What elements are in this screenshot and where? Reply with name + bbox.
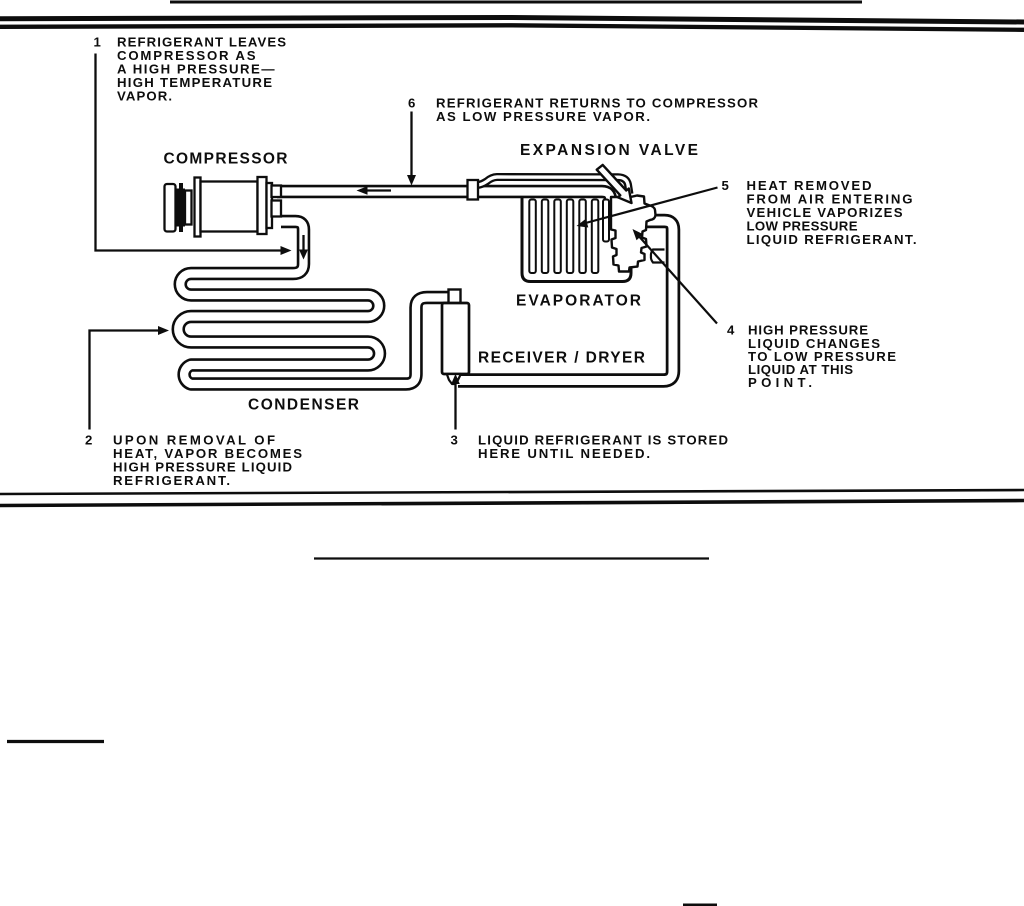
svg-text:REFRIGERANT RETURNS TO COMPRES: REFRIGERANT RETURNS TO COMPRESSOR bbox=[436, 96, 758, 111]
svg-text:1: 1 bbox=[94, 35, 101, 50]
svg-text:CONDENSER: CONDENSER bbox=[248, 397, 359, 414]
svg-text:2: 2 bbox=[85, 433, 92, 448]
svg-text:3: 3 bbox=[451, 433, 458, 448]
svg-text:EXPANSION VALVE: EXPANSION VALVE bbox=[520, 142, 698, 159]
svg-text:LOW PRESSURE: LOW PRESSURE bbox=[747, 219, 858, 234]
svg-text:RECEIVER / DRYER: RECEIVER / DRYER bbox=[478, 350, 645, 367]
svg-text:UPON REMOVAL OF: UPON REMOVAL OF bbox=[113, 433, 275, 448]
svg-text:REFRIGERANT LEAVES: REFRIGERANT LEAVES bbox=[117, 35, 286, 50]
svg-text:LIQUID REFRIGERANT.: LIQUID REFRIGERANT. bbox=[747, 232, 917, 247]
svg-text:HIGH PRESSURE: HIGH PRESSURE bbox=[748, 323, 868, 338]
svg-text:LIQUID AT THIS: LIQUID AT THIS bbox=[748, 362, 853, 377]
svg-text:HEAT REMOVED: HEAT REMOVED bbox=[747, 178, 872, 193]
svg-text:A HIGH PRESSURE—: A HIGH PRESSURE— bbox=[117, 62, 275, 77]
svg-text:4: 4 bbox=[727, 323, 735, 338]
svg-text:REFRIGERANT.: REFRIGERANT. bbox=[113, 473, 230, 488]
svg-text:HIGH TEMPERATURE: HIGH TEMPERATURE bbox=[117, 75, 272, 90]
svg-text:TO LOW PRESSURE: TO LOW PRESSURE bbox=[748, 349, 896, 364]
svg-text:LIQUID CHANGES: LIQUID CHANGES bbox=[748, 336, 880, 351]
svg-text:VAPOR.: VAPOR. bbox=[117, 89, 172, 104]
svg-text:AS LOW PRESSURE VAPOR.: AS LOW PRESSURE VAPOR. bbox=[436, 109, 650, 124]
svg-text:EVAPORATOR: EVAPORATOR bbox=[516, 293, 641, 310]
svg-text:HIGH PRESSURE LIQUID: HIGH PRESSURE LIQUID bbox=[113, 460, 292, 475]
svg-text:COMPRESSOR: COMPRESSOR bbox=[164, 151, 288, 168]
svg-text:HEAT, VAPOR BECOMES: HEAT, VAPOR BECOMES bbox=[113, 446, 302, 461]
svg-text:6: 6 bbox=[408, 96, 415, 111]
svg-text:5: 5 bbox=[722, 178, 729, 193]
svg-text:FROM AIR ENTERING: FROM AIR ENTERING bbox=[747, 192, 913, 207]
svg-text:VEHICLE VAPORIZES: VEHICLE VAPORIZES bbox=[747, 205, 903, 220]
svg-text:LIQUID REFRIGERANT IS STORED: LIQUID REFRIGERANT IS STORED bbox=[478, 433, 728, 448]
